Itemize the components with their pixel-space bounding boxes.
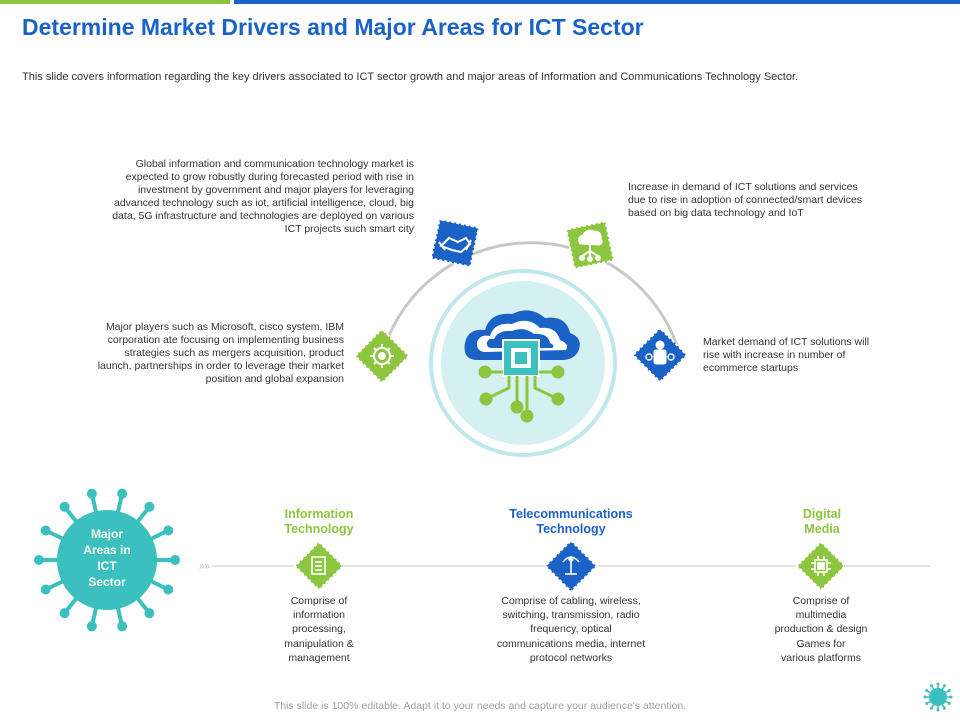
central-hub [429, 269, 617, 457]
cloud-chip-icon [464, 310, 580, 423]
driver-badge-1 [430, 218, 480, 268]
driver-text-2: Increase in demand of ICT solutions and … [628, 181, 863, 219]
corner-logo-icon [923, 682, 953, 712]
svg-text:»»: »» [199, 561, 211, 572]
driver-text-3: Major players such as Microsoft, cisco s… [97, 321, 344, 385]
driver-arc [380, 241, 682, 356]
chip-icon [811, 556, 831, 576]
driver-text-1: Global information and communication tec… [112, 158, 414, 235]
page-subtitle: This slide covers information regarding … [22, 71, 799, 83]
top-accent-green [0, 0, 230, 4]
document-icon [311, 556, 326, 575]
top-accent-blue [234, 0, 960, 4]
satellite-icon [562, 556, 580, 575]
page-title: Determine Market Drivers and Major Areas… [22, 14, 644, 40]
virus-hub-graphic [34, 488, 180, 632]
cloud-network-icon [578, 229, 603, 262]
footer-note: This slide is 100% editable. Adapt it to… [273, 700, 687, 712]
area-desc-2: Comprise of cabling, wireless,switching,… [496, 595, 646, 664]
ecommerce-icon [645, 340, 675, 365]
gear-strategy-icon [370, 344, 394, 368]
handshake-icon [438, 236, 472, 254]
